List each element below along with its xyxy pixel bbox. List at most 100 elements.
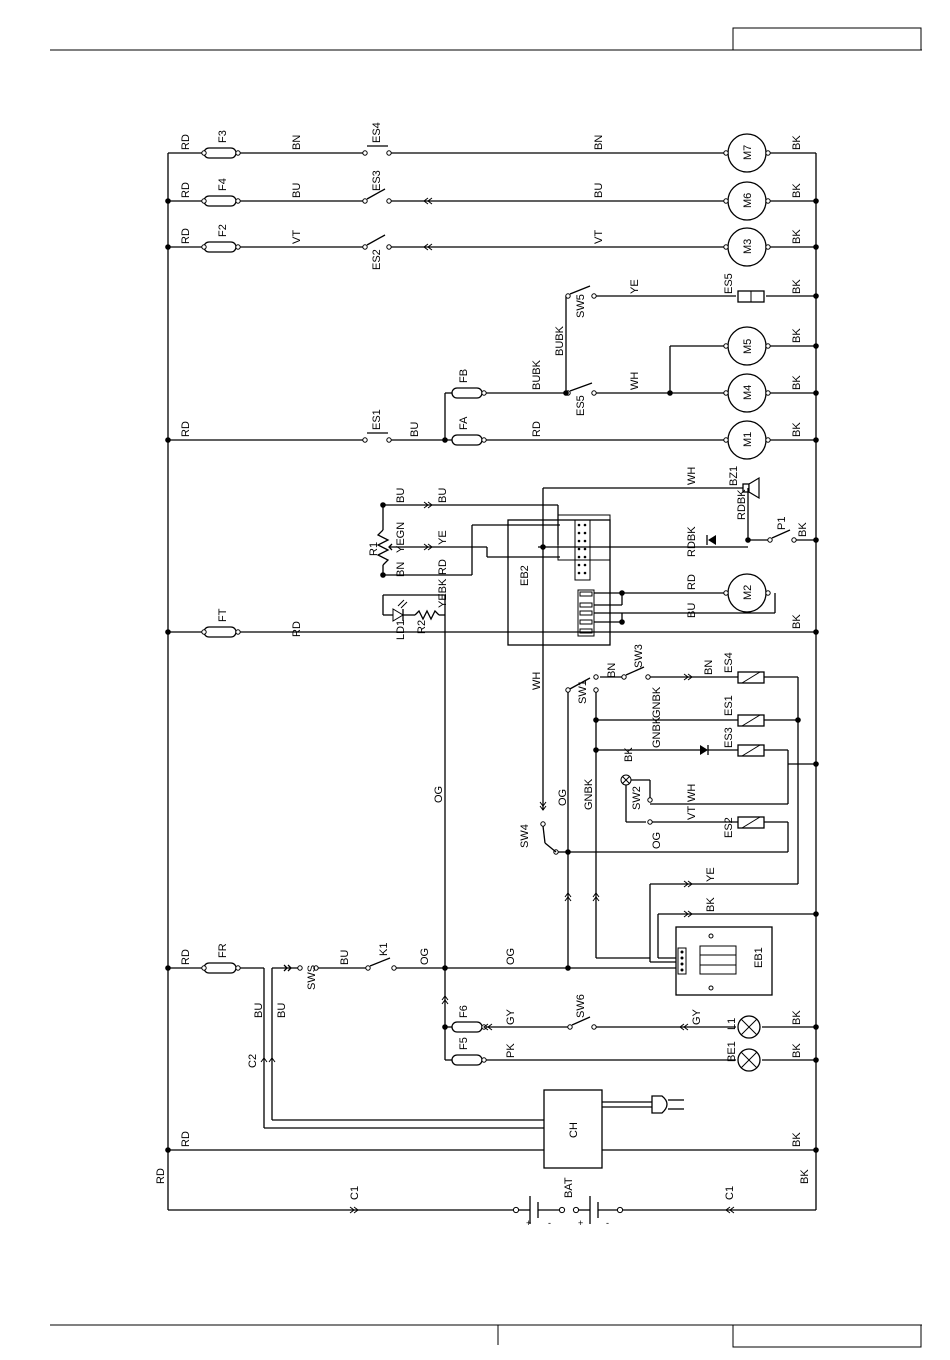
wire-vt-3: VT xyxy=(686,806,698,820)
label-es2-coil: ES2 xyxy=(723,817,735,838)
wire-pk: PK xyxy=(505,1043,517,1058)
label-sw1: SW1 xyxy=(577,680,589,704)
label-r2: R2 xyxy=(416,620,428,634)
label-c1-left: C1 xyxy=(349,1186,361,1200)
wire-bk-1: BK xyxy=(791,135,803,150)
switch-sw3 xyxy=(621,666,651,680)
wire-bu-3: BU xyxy=(409,422,421,437)
wire-rd-6: RD xyxy=(437,559,449,575)
switch-es3 xyxy=(362,188,392,204)
wire-bn-4: BN xyxy=(703,660,715,675)
label-bat: BAT xyxy=(563,1177,575,1198)
motor-m1 xyxy=(723,420,771,460)
wire-rd-1: RD xyxy=(180,134,192,150)
switch-es2 xyxy=(362,234,392,250)
wire-yegn: YEGN xyxy=(395,522,407,553)
label-es4-coil: ES4 xyxy=(723,652,735,673)
coil-section-wiring xyxy=(556,676,816,968)
label-m6: M6 xyxy=(742,193,754,208)
bat-plus-1: + xyxy=(526,1218,531,1228)
label-m2: M2 xyxy=(742,585,754,600)
wire-labels: RD BN BN BK RD BU BU BK RD VT VT BK YE B… xyxy=(155,134,811,1184)
label-l1: L1 xyxy=(726,1018,738,1030)
label-m3: M3 xyxy=(742,239,754,254)
fuse-f5 xyxy=(451,1054,487,1066)
wire-bubk-2: BUBK xyxy=(531,359,543,390)
wire-rd-3: RD xyxy=(180,228,192,244)
footer-box xyxy=(732,1324,922,1348)
wire-rd-11: RD xyxy=(155,1168,167,1184)
wire-rdbk-2: RDBK xyxy=(686,526,698,557)
wire-vt-2: VT xyxy=(593,230,605,244)
wire-rdbk-1: RDBK xyxy=(736,489,748,520)
branch-es5-coil xyxy=(565,295,816,393)
motor-m4 xyxy=(723,373,771,413)
label-c2: C2 xyxy=(247,1054,259,1068)
bus-lines xyxy=(167,153,817,1210)
motor-m6 xyxy=(723,181,771,221)
fuse-f2 xyxy=(201,241,241,253)
label-sw2: SW2 xyxy=(631,786,643,810)
motor-m2 xyxy=(723,573,771,613)
wire-bn-3: BN xyxy=(395,562,407,577)
wire-rd-5: RD xyxy=(531,421,543,437)
wire-wh-3: WH xyxy=(531,672,543,690)
wire-rd-7: RD xyxy=(686,574,698,590)
label-be1: BE1 xyxy=(726,1041,738,1062)
label-eb1: EB1 xyxy=(753,947,765,968)
label-sws: SWS xyxy=(306,965,318,990)
label-sw3: SW3 xyxy=(633,644,645,668)
motor-m5 xyxy=(723,326,771,366)
label-m7: M7 xyxy=(742,145,754,160)
wire-bn-5: BN xyxy=(606,663,618,678)
label-es4: ES4 xyxy=(371,122,383,143)
battery-bat xyxy=(512,1196,624,1224)
wire-vt-1: VT xyxy=(291,230,303,244)
label-es1-coil: ES1 xyxy=(723,695,735,716)
switch-sw1 xyxy=(565,674,599,693)
switch-sw4 xyxy=(540,821,559,855)
eb2-pins xyxy=(577,523,593,634)
wire-bk-2: BK xyxy=(791,183,803,198)
wire-bu-8: BU xyxy=(253,1003,265,1018)
diode-es3 xyxy=(700,745,709,755)
label-sw5: SW5 xyxy=(575,294,587,318)
label-fa: FA xyxy=(458,416,470,430)
wire-bk-6: BK xyxy=(791,375,803,390)
charger-ch xyxy=(543,1089,603,1169)
wire-bu-9: BU xyxy=(276,1003,288,1018)
label-es2-top: ES2 xyxy=(371,249,383,270)
wire-bu-4: BU xyxy=(395,488,407,503)
label-eb2: EB2 xyxy=(519,565,531,586)
wire-wh-1: WH xyxy=(629,372,641,390)
label-es3: ES3 xyxy=(371,170,383,191)
fuse-fa xyxy=(451,434,487,446)
coil-es5 xyxy=(737,290,765,303)
wire-yebk: YEBK xyxy=(437,578,449,608)
fuse-ft xyxy=(201,626,241,638)
label-es3-coil: ES3 xyxy=(723,727,735,748)
wire-og-3: OG xyxy=(651,832,663,849)
wire-gnbk-3: GNBK xyxy=(583,778,595,810)
wire-bu-1: BU xyxy=(291,183,303,198)
switch-sw2 xyxy=(620,774,653,825)
coil-es4 xyxy=(737,671,765,684)
label-fb: FB xyxy=(458,369,470,383)
fuse-f4 xyxy=(201,195,241,207)
switch-sw6 xyxy=(567,1016,597,1030)
lower-wiring xyxy=(168,967,816,1211)
switch-p1 xyxy=(767,529,797,543)
wire-bk-12: BK xyxy=(791,1010,803,1025)
fuse-f6 xyxy=(451,1021,487,1033)
wire-ye-1: YE xyxy=(629,279,641,294)
label-bz1: BZ1 xyxy=(728,466,740,486)
wire-ye-2: YE xyxy=(437,530,449,545)
wire-rd-9: RD xyxy=(180,949,192,965)
wire-og-5: OG xyxy=(505,948,517,965)
coil-es1 xyxy=(737,714,765,727)
wire-rd-10: RD xyxy=(180,1131,192,1147)
switch-sws xyxy=(283,964,319,972)
wire-og-1: OG xyxy=(433,786,445,803)
label-fr: FR xyxy=(217,943,229,958)
wire-wh-2: WH xyxy=(686,467,698,485)
